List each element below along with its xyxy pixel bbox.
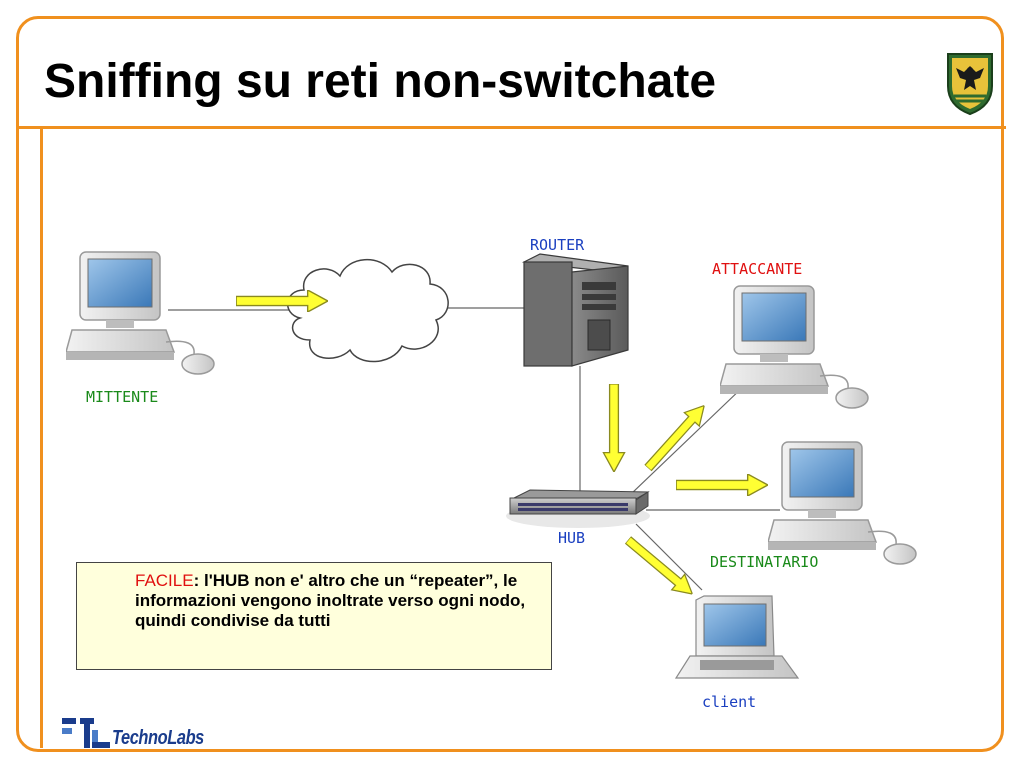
slide-frame	[16, 16, 1004, 752]
mittente-computer-icon	[66, 251, 215, 375]
arrow-hub-to-destinatario	[676, 474, 768, 496]
left-divider	[40, 126, 43, 748]
router-label: ROUTER	[530, 236, 585, 254]
mittente-label: MITTENTE	[86, 388, 159, 406]
title-divider	[18, 126, 1006, 129]
note-text: : l'HUB non e' altro che un “repeater”, …	[135, 571, 526, 630]
arrow-hub-to-client	[620, 531, 700, 603]
hub-label: HUB	[558, 529, 586, 547]
arrow-hub-to-attaccante	[639, 398, 713, 476]
destinatario-label: DESTINATARIO	[710, 553, 819, 571]
arrow-mittente-to-cloud	[236, 290, 328, 312]
client-laptop-icon	[674, 595, 800, 679]
note-keyword: FACILE	[135, 571, 194, 590]
logo-part-labs: Labs	[167, 727, 204, 749]
attaccante-label: ATTACCANTE	[712, 260, 803, 278]
link-hub-attaccante	[629, 384, 746, 496]
attaccante-computer-icon	[720, 285, 869, 409]
note-box: FACILE: l'HUB non e' altro che un “repea…	[76, 562, 552, 670]
router-server-icon	[521, 253, 629, 367]
network-links	[168, 307, 780, 591]
logo-part-techno: Techno	[112, 727, 168, 749]
slide-title: Sniffing su reti non-switchate	[44, 55, 717, 108]
internet-cloud-icon	[287, 258, 449, 363]
technolabs-logo-icon	[62, 718, 110, 748]
technolabs-logo-text: TechnoLabs	[112, 727, 204, 750]
university-crest-icon	[947, 53, 993, 116]
arrow-router-to-hub	[602, 384, 626, 472]
link-hub-client	[635, 523, 703, 591]
destinatario-computer-icon	[768, 441, 917, 565]
hub-switch-icon	[506, 489, 650, 528]
client-label: client	[702, 693, 757, 711]
